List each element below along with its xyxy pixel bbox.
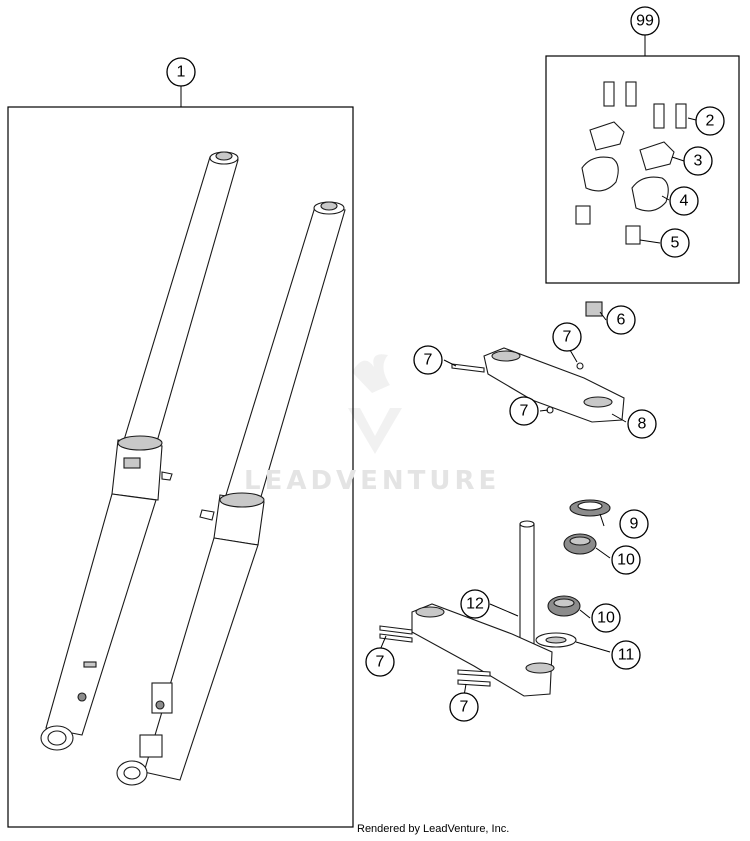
callout-7-c: 7 [509,396,539,426]
callout-5: 5 [660,228,690,258]
callout-10-b: 10 [591,603,621,633]
kit-frame [545,55,740,284]
callout-label: 7 [520,403,529,420]
callout-label: 2 [706,113,715,130]
callout-label: 7 [460,699,469,716]
lower-triple-clamp [379,520,555,697]
callout-label: 10 [617,552,635,569]
right-fork-leg [116,201,346,786]
callout-11: 11 [611,640,641,670]
callout-label: 12 [466,596,484,613]
callout-9: 9 [619,509,649,539]
callout-1: 1 [166,57,196,87]
callout-label: 3 [694,153,703,170]
callout-label: 10 [597,610,615,627]
callout-7-e: 7 [449,692,479,722]
callout-label: 4 [680,193,689,210]
upper-triple-clamp [451,301,625,423]
steering-bearings [535,499,611,648]
callout-4: 4 [669,186,699,216]
callout-label: 7 [424,352,433,369]
watermark-text: LEADVENTURE [244,466,501,496]
callout-7-a: 7 [552,322,582,352]
callout-label: 5 [671,235,680,252]
callout-label: 7 [376,654,385,671]
callout-label: 9 [630,516,639,533]
footer-credit: Rendered by LeadVenture, Inc. [357,823,510,835]
callout-label: 7 [563,329,572,346]
callout-6: 6 [606,305,636,335]
callout-8: 8 [627,409,657,439]
callout-label: 1 [177,64,186,81]
callout-10-a: 10 [611,545,641,575]
callout-7-b: 7 [413,345,443,375]
kit-contents [575,81,687,245]
callout-3: 3 [683,146,713,176]
callout-label: 6 [617,312,626,329]
left-fork-leg [40,151,239,751]
callout-7-d: 7 [365,647,395,677]
watermark-logo [348,354,402,454]
callout-12: 12 [460,589,490,619]
callout-label: 99 [636,13,654,30]
callout-label: 8 [638,416,647,433]
callout-2: 2 [695,106,725,136]
callout-99: 99 [630,6,660,36]
leader-lines [379,117,697,697]
callout-label: 11 [618,647,635,664]
